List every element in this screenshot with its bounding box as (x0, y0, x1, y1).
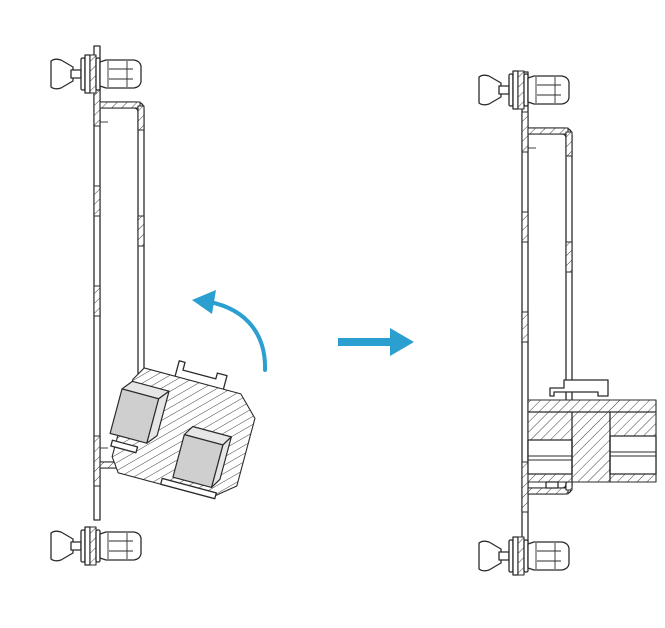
curved-arrow-icon (208, 300, 268, 372)
module-seated (527, 379, 657, 489)
fastener-top-left (50, 54, 142, 94)
fastener-top-right (478, 70, 570, 110)
fastener-bottom-right (478, 536, 570, 576)
module-tilted (109, 360, 256, 500)
fastener-bottom-left (50, 526, 142, 566)
rotation-arrow (192, 290, 268, 372)
right-arrow-head (390, 328, 414, 356)
panel-after (478, 70, 657, 576)
panel-before (50, 45, 268, 566)
curved-arrow-head (192, 290, 216, 314)
right-arrow-icon (338, 338, 392, 346)
transition-arrow (338, 328, 414, 356)
